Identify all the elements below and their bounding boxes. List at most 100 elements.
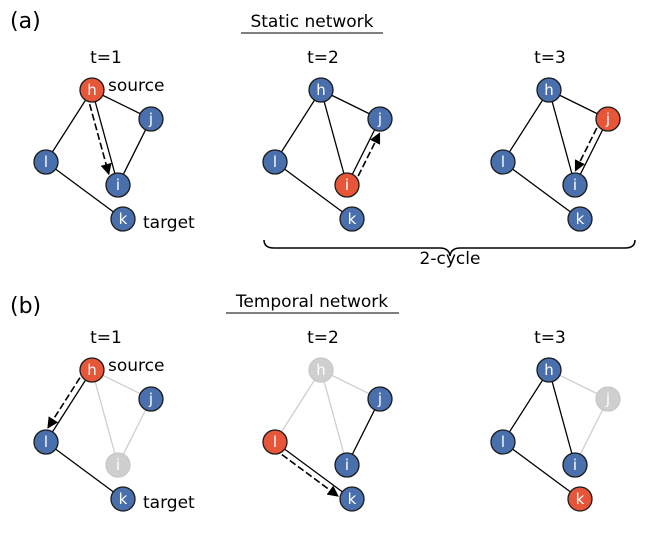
node-label: k [576,210,585,228]
edge-h-l [502,89,550,163]
edge-h-l-inactive [274,369,322,443]
edges [274,89,381,220]
panel-b-snapshot-3: t=3 h i j k l [490,328,621,512]
node-circle [490,429,516,455]
edges [502,89,609,220]
node-h: h [536,77,562,103]
node-j: j [367,386,393,412]
target-label: target [143,213,195,233]
panel-a-heading: Static network [250,12,373,32]
node-j: j [595,386,621,412]
node-h-active: h [79,357,105,383]
node-label: h [316,361,326,379]
edge-h-i [91,89,119,186]
node-circle [105,172,131,198]
node-circle [567,486,593,512]
node-h: h [536,357,562,383]
node-k: k [110,206,136,232]
edge-h-i-inactive [91,369,119,466]
node-i: i [105,172,131,198]
node-k: k [567,206,593,232]
node-h: h [308,77,334,103]
walk-arrow-i-j [357,132,381,177]
node-i: i [562,452,588,478]
node-label: j [377,390,382,408]
node-i: i [562,172,588,198]
node-label: l [273,433,277,451]
time-label: t=3 [534,328,566,348]
panel-a-label: (a) [10,9,41,34]
node-label: i [573,456,577,474]
node-circle [367,106,393,132]
nodes: h i j k l [33,77,164,232]
node-circle [536,77,562,103]
two-cycle-brace [263,239,636,257]
time-label: t=2 [307,48,339,68]
node-j-active: j [595,106,621,132]
node-circle [334,172,360,198]
walk-arrow-j-i [574,127,598,172]
edge-l-k [274,161,353,220]
node-circle [595,386,621,412]
node-label: i [573,176,577,194]
node-k-active: k [567,486,593,512]
edges [45,89,152,220]
node-label: j [605,110,610,128]
node-l: l [490,429,516,455]
edge-h-i [320,89,348,186]
node-circle [308,77,334,103]
node-label: h [544,361,554,379]
target-label: target [143,493,195,513]
node-circle [367,386,393,412]
node-label: l [501,433,505,451]
walk-arrow-h-i [88,103,112,176]
node-label: i [116,456,120,474]
node-i: i [105,452,131,478]
node-l: l [33,429,59,455]
nodes: h i j k l [490,357,621,512]
node-label: h [87,81,97,99]
node-circle [138,386,164,412]
node-label: l [273,153,277,171]
node-circle [262,149,288,175]
node-circle [110,206,136,232]
node-label: l [44,153,48,171]
node-j: j [367,106,393,132]
node-circle [567,206,593,232]
node-i: i [334,452,360,478]
node-l: l [33,149,59,175]
panel-b-heading: Temporal network [235,292,388,312]
node-label: h [544,81,554,99]
node-k: k [339,486,365,512]
walk-arrow-h-l [47,377,81,429]
time-label: t=1 [90,48,122,68]
node-circle [105,452,131,478]
node-circle [536,357,562,383]
edge-h-i [548,89,576,186]
node-label: i [345,176,349,194]
edge-l-k [502,441,581,500]
edge-l-k [502,161,581,220]
node-circle [79,357,105,383]
edge-l-k [45,161,124,220]
node-circle [110,486,136,512]
node-label: j [148,110,153,128]
node-circle [595,106,621,132]
node-l-active: l [262,429,288,455]
edges [502,369,609,500]
node-circle [308,357,334,383]
walk-arrow-l-k [281,453,339,497]
node-circle [339,206,365,232]
node-l: l [262,149,288,175]
node-h-active: h [79,77,105,103]
edge-l-k [274,441,353,500]
node-k: k [110,486,136,512]
node-circle [490,149,516,175]
